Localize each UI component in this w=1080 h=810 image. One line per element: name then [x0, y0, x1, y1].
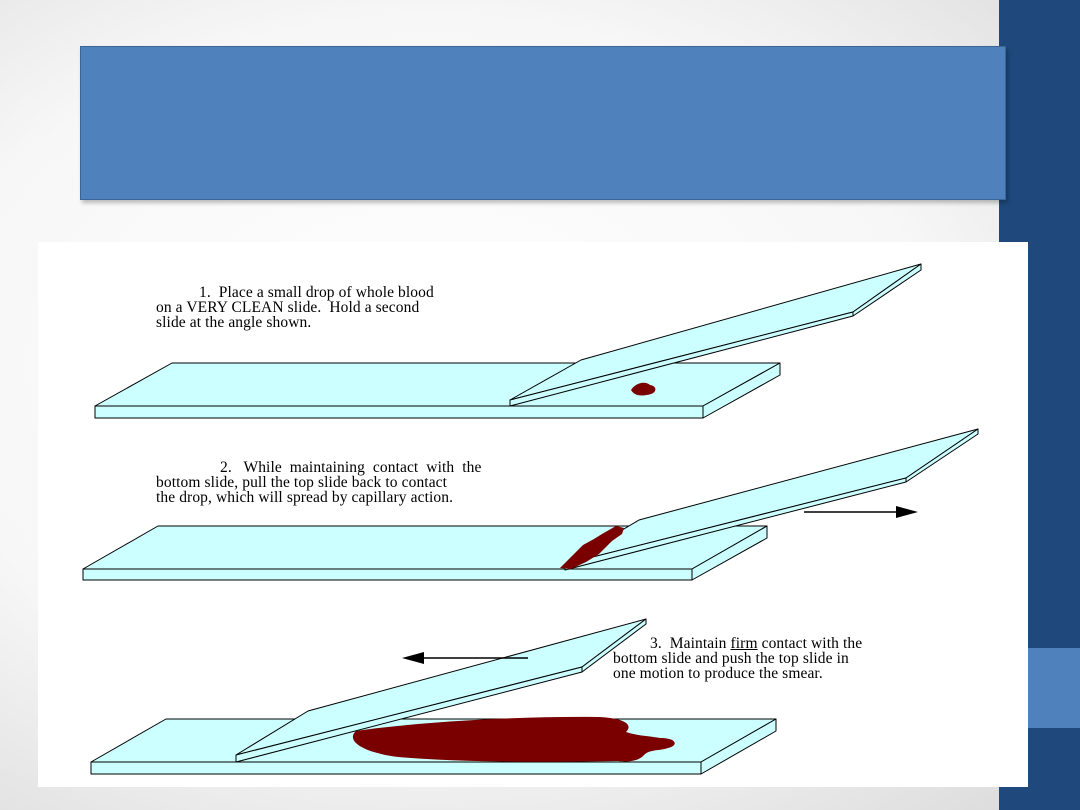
step2-line1: 2. While maintaining contact with the — [220, 459, 482, 476]
step1-blood-drop — [631, 382, 656, 396]
step2-text: 2. While maintaining contact with the bo… — [156, 459, 482, 506]
arrow-left-icon — [402, 652, 528, 664]
title-placeholder — [80, 46, 1006, 200]
step1-line3: slide at the angle shown. — [156, 314, 312, 331]
step2-bottom-slide — [82, 525, 768, 581]
step2-line2: bottom slide, pull the top slide back to… — [156, 474, 448, 491]
step2-blood-spread — [560, 526, 624, 569]
step1-text: 1. Place a small drop of whole blood on … — [156, 284, 434, 331]
step3-line2: bottom slide and push the top slide in — [613, 650, 849, 667]
arrow-right-icon — [804, 506, 918, 518]
step3-line1-end: contact with the — [757, 635, 863, 652]
step1-line1: 1. Place a small drop of whole blood — [199, 284, 434, 301]
blood-smear-diagram: 1. Place a small drop of whole blood on … — [38, 242, 1028, 787]
diagram-svg — [82, 263, 979, 775]
step1-line2: on a VERY CLEAN slide. Hold a second — [156, 299, 420, 316]
step2-top-slide — [564, 428, 979, 571]
step3-line1-start: 3. Maintain — [650, 635, 731, 652]
step3-line3: one motion to produce the smear. — [613, 665, 823, 682]
step3-blood-smear — [352, 716, 675, 762]
step3-top-slide — [235, 618, 647, 763]
slide-title — [81, 47, 1005, 147]
step2-line3: the drop, which will spread by capillary… — [156, 489, 454, 506]
step1-bottom-slide — [94, 362, 781, 419]
step3-text: 3. Maintain firm contact with the bottom… — [613, 635, 863, 682]
step1-top-slide — [509, 263, 922, 407]
step3-firm-word: firm — [730, 635, 758, 652]
